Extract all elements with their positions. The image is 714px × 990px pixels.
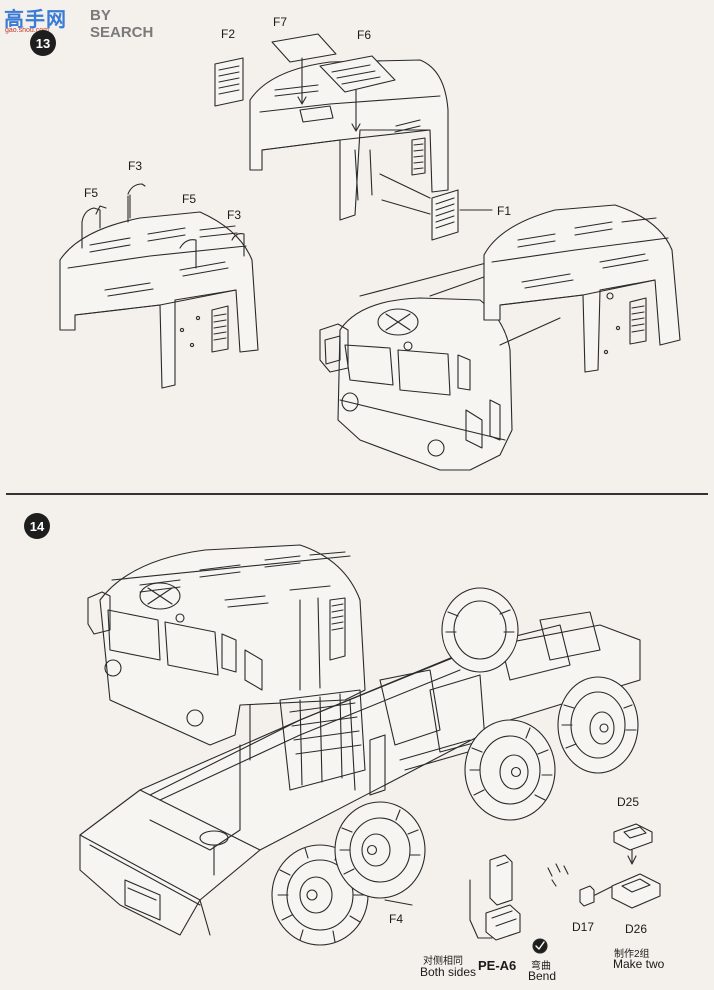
label-f7: F7 bbox=[273, 15, 288, 29]
label-f2: F2 bbox=[221, 27, 236, 41]
part-f1-grille bbox=[380, 174, 492, 240]
wheel-rear-1 bbox=[465, 720, 555, 820]
section-divider bbox=[6, 493, 708, 495]
label-f5-mid: F5 bbox=[182, 192, 197, 206]
label-d25: D25 bbox=[617, 795, 640, 809]
label-f6: F6 bbox=[357, 28, 372, 42]
wheel-rear-3 bbox=[442, 588, 518, 672]
note-both-sides-cn: 对侧相同 bbox=[423, 956, 463, 967]
label-f5-left: F5 bbox=[84, 186, 99, 200]
label-f3-left: F3 bbox=[128, 159, 143, 173]
glue-indicator bbox=[548, 864, 568, 886]
cab-assembly-13 bbox=[320, 262, 560, 470]
wheel-front-2 bbox=[335, 802, 425, 898]
hood-right bbox=[484, 205, 680, 372]
truck-wheels bbox=[272, 588, 638, 945]
step-13-badge: 13 bbox=[30, 30, 56, 56]
note-make-two-cn: 制作2组 bbox=[614, 949, 650, 960]
cab-assembly-14 bbox=[88, 545, 365, 745]
watermark-cn: 高手网 bbox=[4, 7, 67, 31]
label-d17: D17 bbox=[572, 920, 595, 934]
watermark-url: gao.shou.com bbox=[5, 27, 49, 34]
step-14-badge: 14 bbox=[24, 513, 50, 539]
note-bend-cn: 弯曲 bbox=[531, 961, 551, 972]
wheel-rear-2 bbox=[558, 677, 638, 773]
watermark-en: BY SEARCH bbox=[90, 7, 154, 41]
part-f7-panel bbox=[272, 34, 336, 104]
hood-left-with-handles bbox=[60, 184, 258, 388]
part-d17 bbox=[580, 886, 594, 906]
label-f1: F1 bbox=[497, 204, 512, 218]
label-d26: D26 bbox=[625, 922, 648, 936]
label-f3-right: F3 bbox=[227, 208, 242, 222]
part-d26 bbox=[612, 874, 660, 908]
label-pe-a6: PE-A6 bbox=[478, 958, 517, 973]
part-d25 bbox=[614, 824, 652, 850]
note-both-sides-en: Both sides bbox=[420, 965, 477, 979]
part-pe-a6 bbox=[486, 855, 520, 940]
assembly-guides-14 bbox=[240, 700, 636, 938]
bend-icon bbox=[533, 939, 547, 953]
part-f2-plate bbox=[215, 58, 243, 106]
note-make-two-en: Make two bbox=[613, 957, 665, 971]
part-f6-panel bbox=[320, 56, 395, 131]
watermark-logo: 高手网 BY SEARCH gao.shou.com bbox=[4, 3, 164, 41]
note-bend-en: Bend bbox=[528, 969, 557, 983]
truck-chassis bbox=[80, 612, 640, 935]
label-f4: F4 bbox=[389, 912, 404, 926]
